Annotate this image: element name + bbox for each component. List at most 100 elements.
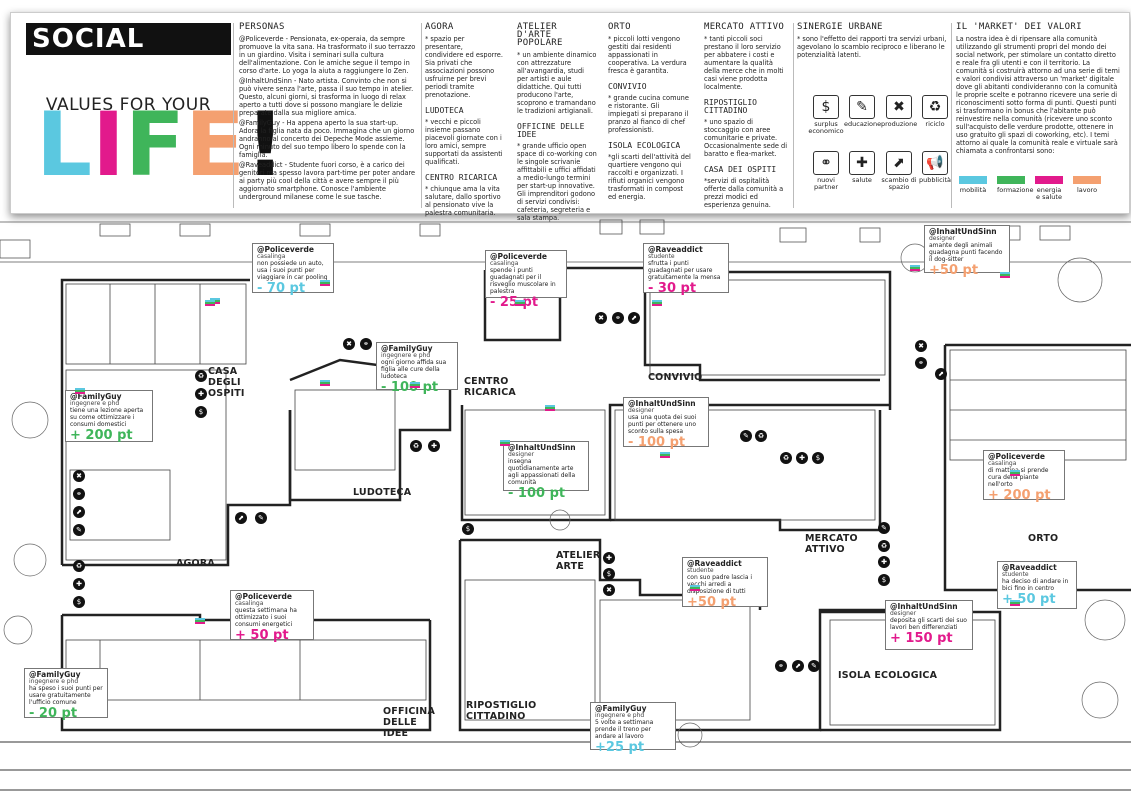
synergy-marker-icon: $: [73, 596, 85, 608]
sinergia-book-icon: ✎educazione: [844, 95, 882, 128]
values-flag-icon: [320, 280, 330, 288]
synergy-marker-icon: ✖: [343, 338, 355, 350]
sinergia-label: educazione: [844, 120, 882, 128]
label-mercato-attivo: MERCATO ATTIVO: [805, 533, 858, 555]
values-flag-icon: [1010, 470, 1020, 478]
synergy-marker-icon: ✖: [73, 470, 85, 482]
sinergia-health-icon: ✚salute: [844, 151, 880, 184]
recycle-icon: ♻: [922, 95, 948, 119]
market-column: IL 'MARKET' DEI VALORI La nostra idea è …: [956, 23, 1122, 157]
sinergie-title: SINERGIE URBANE: [797, 22, 883, 32]
synergy-marker-icon: ✚: [428, 440, 440, 452]
synergy-marker-icon: ✖: [603, 584, 615, 596]
synergy-marker-icon: ⚭: [775, 660, 787, 672]
sinergia-label: produzione: [881, 120, 918, 128]
synergy-marker-icon: ✖: [595, 312, 607, 324]
space-exchange-icon: ⬈: [886, 151, 912, 175]
legend-swatch: [1035, 176, 1063, 184]
values-flag-icon: [660, 452, 670, 460]
values-flag-icon: [545, 405, 555, 413]
label-ripostiglio: RIPOSTIGLIO CITTADINO: [466, 700, 537, 722]
legend-label: mobilità: [959, 186, 987, 194]
values-flag-icon: [652, 300, 662, 308]
legend-label: formazione: [997, 186, 1034, 194]
legend-label: energia e salute: [1036, 186, 1062, 201]
values-flag-icon: [205, 300, 215, 308]
synergy-marker-icon: ♻: [755, 430, 767, 442]
col-spaces-1: AGORA* spazio per presentare, condivider…: [425, 22, 503, 218]
legend-item: energia e salute: [1035, 176, 1063, 201]
synergy-marker-icon: $: [462, 523, 474, 535]
col-spaces-3: ORTO* piccoli lotti vengono gestiti dai …: [608, 22, 691, 202]
synergy-marker-icon: ⬈: [73, 506, 85, 518]
synergy-marker-icon: ⬈: [935, 368, 947, 380]
brand-life-logo: LIFE!: [36, 93, 286, 196]
sinergia-recycle-icon: ♻riciclo: [917, 95, 953, 128]
synergy-marker-icon: ✚: [73, 578, 85, 590]
values-flag-icon: [500, 440, 510, 448]
label-ludoteca: LUDOTECA: [353, 487, 412, 498]
legend-item: formazione: [997, 176, 1034, 194]
synergy-marker-icon: ⬈: [792, 660, 804, 672]
label-agora: AGORA: [176, 558, 215, 569]
tools-icon: ✖: [886, 95, 912, 119]
legend-swatch: [1073, 176, 1101, 184]
book-icon: ✎: [849, 95, 875, 119]
synergy-marker-icon: ⚭: [915, 357, 927, 369]
sinergia-megaphone-icon: 📢pubblicità: [917, 151, 953, 184]
synergy-marker-icon: ⬈: [235, 512, 247, 524]
label-casa-ospiti: CASA DEGLI OSPITI: [208, 366, 245, 399]
legend-item: mobilità: [959, 176, 987, 194]
personas-column: PERSONAS @Policeverde - Pensionata, ex-o…: [239, 22, 416, 202]
legend-item: lavoro: [1073, 176, 1101, 194]
synergy-marker-icon: $: [603, 568, 615, 580]
sinergia-space-exchange-icon: ⬈scambio di spazio: [881, 151, 917, 191]
col-spaces-4: MERCATO ATTIVO* tanti piccoli soci prest…: [704, 22, 788, 210]
synergy-marker-icon: $: [195, 406, 207, 418]
synergy-marker-icon: ✚: [878, 556, 890, 568]
label-orto: ORTO: [1028, 533, 1059, 544]
sinergia-label: scambio di spazio: [881, 176, 917, 191]
values-flag-icon: [195, 618, 205, 626]
handshake-icon: ⚭: [813, 151, 839, 175]
synergy-marker-icon: ⬈: [628, 312, 640, 324]
synergy-marker-icon: ✎: [878, 522, 890, 534]
sinergia-label: riciclo: [925, 120, 945, 128]
values-flag-icon: [515, 300, 525, 308]
legend-label: lavoro: [1076, 186, 1098, 194]
values-flag-icon: [690, 585, 700, 593]
label-officina-idee: OFFICINA DELLE IDEE: [383, 706, 435, 739]
col-spaces-2: ATELIER D'ARTE POPOLARE* un ambiente din…: [517, 22, 597, 223]
sinergia-label: surplus economico: [808, 120, 844, 135]
synergy-marker-icon: ✎: [808, 660, 820, 672]
synergy-marker-icon: ✖: [915, 340, 927, 352]
synergy-marker-icon: $: [812, 452, 824, 464]
synergy-marker-icon: ⚭: [360, 338, 372, 350]
health-icon: ✚: [849, 151, 875, 175]
legend-swatch: [997, 176, 1025, 184]
synergy-marker-icon: ✚: [796, 452, 808, 464]
values-flag-icon: [75, 388, 85, 396]
synergy-marker-icon: ⚭: [612, 312, 624, 324]
brand-subtitle: VALUES FOR YOUR: [45, 95, 212, 115]
sinergia-tools-icon: ✖produzione: [881, 95, 917, 128]
synergy-marker-icon: ♻: [780, 452, 792, 464]
values-flag-icon: [910, 265, 920, 273]
synergy-marker-icon: ♻: [878, 540, 890, 552]
legend-swatch: [959, 176, 987, 184]
